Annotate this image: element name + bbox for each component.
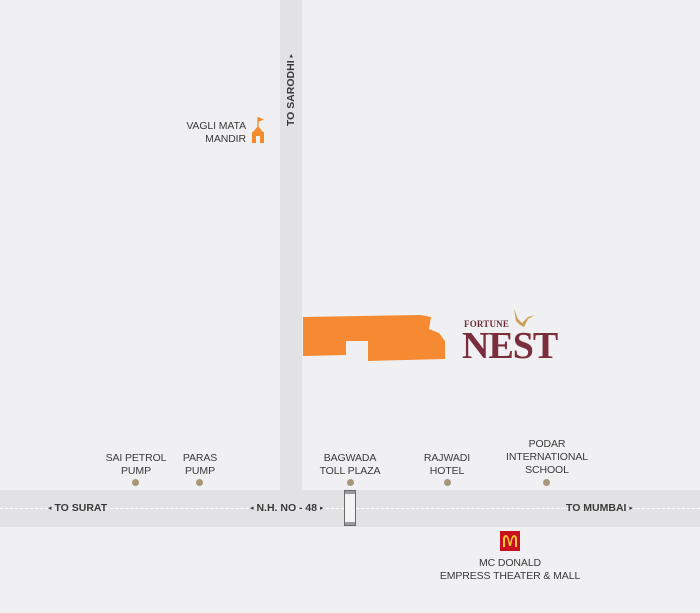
fortune-nest-plot[interactable]	[303, 313, 449, 363]
podar-international-school-label: PODAR INTERNATIONAL SCHOOL	[506, 438, 588, 476]
arrow-left-icon: ◂	[250, 505, 254, 512]
temple-icon	[252, 117, 264, 143]
sarodhi-road	[280, 0, 302, 490]
sai-petrol-pump-marker[interactable]	[132, 479, 139, 486]
bird-icon	[514, 309, 535, 327]
nh48-label: ◂ N.H. NO - 48 ▸	[250, 502, 324, 514]
bagwada-toll-plaza-label: BAGWADA TOLL PLAZA	[319, 452, 381, 477]
to-surat-label: ◂ TO SURAT	[48, 502, 108, 514]
toll-booth-icon	[344, 490, 356, 526]
fortune-nest-logo: FORTUNE NEST	[462, 307, 572, 367]
arrow-right-icon: ▸	[320, 505, 324, 512]
rajwadi-hotel-marker[interactable]	[444, 479, 451, 486]
golden-arches-icon	[503, 535, 517, 547]
arrow-up-icon: ▸	[288, 53, 295, 58]
bagwada-toll-plaza-marker[interactable]	[347, 479, 354, 486]
arrow-left-icon: ◂	[48, 505, 52, 512]
podar-school-marker[interactable]	[543, 479, 550, 486]
mcdonald-empress-label: MC DONALD EMPRESS THEATER & MALL	[439, 557, 581, 582]
vagli-mata-mandir-label: VAGLI MATA MANDIR	[186, 120, 246, 145]
arrow-right-icon: ▸	[629, 505, 633, 512]
sai-petrol-pump-label: SAI PETROL PUMP	[105, 452, 167, 477]
to-sarodhi-label: TO SARODHI ▸	[285, 53, 297, 127]
to-mumbai-label: TO MUMBAI ▸	[566, 502, 633, 514]
rajwadi-hotel-label: RAJWADI HOTEL	[423, 452, 471, 477]
paras-pump-marker[interactable]	[196, 479, 203, 486]
paras-pump-label: PARAS PUMP	[182, 452, 218, 477]
mcdonalds-logo-icon[interactable]	[500, 531, 520, 551]
